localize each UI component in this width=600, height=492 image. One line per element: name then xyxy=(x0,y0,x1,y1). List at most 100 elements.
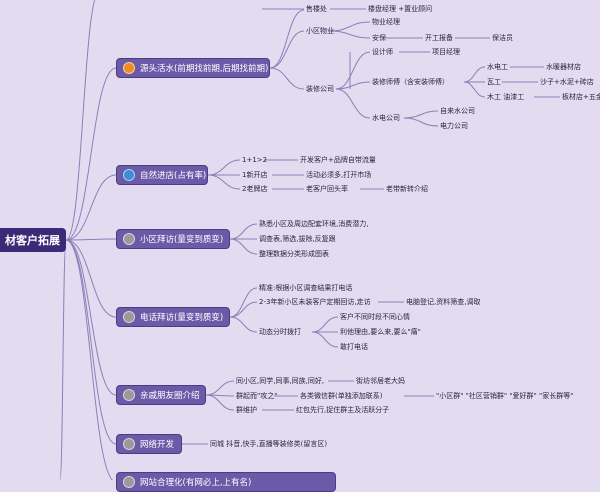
blue-circle-icon xyxy=(123,169,135,181)
branch-label: 网络开发 xyxy=(140,440,175,450)
node-property-manager-sales: 楼盘经理 +置业顾问 xyxy=(368,5,433,13)
node-synergy: 1+1>2 xyxy=(242,156,268,164)
node-dynamic-calling: 动态分时拨打 xyxy=(259,328,301,336)
orange-circle-icon xyxy=(123,62,135,74)
branch-online-dev[interactable]: 网络开发 xyxy=(116,434,182,454)
node-carpenter-painter: 木工 油漆工 xyxy=(487,93,525,101)
node-property-manager: 物业经理 xyxy=(372,18,400,26)
connector-line xyxy=(269,9,305,69)
connector-line xyxy=(335,51,371,90)
node-community-property: 小区物业 xyxy=(306,27,334,35)
connector-line xyxy=(65,239,114,480)
connector-line xyxy=(329,30,371,39)
connector-line xyxy=(229,301,258,318)
branch-website[interactable]: 网站合理化(有网必上,上有名) xyxy=(116,472,336,492)
connector-line xyxy=(269,30,305,69)
connector-line xyxy=(205,394,235,411)
connector-line xyxy=(403,110,439,119)
node-sand-cement-store: 沙子+水泥+砖店 xyxy=(540,78,594,86)
connector-line xyxy=(463,81,486,98)
node-group-types: "小区群" "社区营销群" "爱好群" "家长群等" xyxy=(436,392,574,400)
node-short-video-platforms: 同城 抖音,快手,直播等装修类(留言区) xyxy=(210,440,328,448)
node-same-circles: 同小区,同学,同事,同族,同好, xyxy=(236,377,325,385)
node-plumbing-store: 水暖器材店 xyxy=(546,63,581,71)
mindmap-connector-layer xyxy=(59,0,560,480)
branch-phone-visit[interactable]: 电话拜访(量变到质变) xyxy=(116,307,230,327)
branch-label: 小区拜访(量变到质变) xyxy=(140,235,224,245)
connector-line xyxy=(65,238,117,241)
branch-label: 网站合理化(有网必上,上有名) xyxy=(140,478,252,488)
connector-line xyxy=(59,239,67,480)
node-computer-register: 电脑登记,资料筛查,调取 xyxy=(406,298,481,306)
connector-line xyxy=(463,66,486,83)
connector-line xyxy=(229,238,258,255)
connector-line xyxy=(65,239,117,318)
connector-line xyxy=(205,380,235,396)
branch-source-water[interactable]: 源头活水(前期找前期,后期找前期) xyxy=(116,58,270,78)
connector-line xyxy=(269,67,305,90)
gray-circle-icon xyxy=(123,311,135,323)
branch-label: 自然进店(占有率) xyxy=(140,171,207,181)
root-node[interactable]: 材客户拓展 xyxy=(0,228,66,252)
branch-label: 电话拜访(量变到质变) xyxy=(140,313,224,323)
node-security: 安保 xyxy=(372,34,386,42)
branch-walk-in[interactable]: 自然进店(占有率) xyxy=(116,165,208,185)
node-new-store: 1新开店 xyxy=(242,171,268,179)
branch-community-visit[interactable]: 小区拜访(量变到质变) xyxy=(116,229,230,249)
branch-friends-referral[interactable]: 亲戚朋友圈介绍 xyxy=(116,385,206,405)
connector-line xyxy=(207,174,241,190)
connector-line xyxy=(65,174,117,241)
connector-line xyxy=(335,88,371,119)
connector-line xyxy=(229,316,258,333)
connector-line xyxy=(403,117,439,127)
node-red-envelopes: 红包先行,捉住群主及活跃分子 xyxy=(296,406,390,414)
node-many-events: 活动必须多,打开市场 xyxy=(306,171,372,179)
node-group-attack: 群起而"攻之" xyxy=(236,392,278,400)
node-dare-to-call: 敢打电话 xyxy=(340,343,368,351)
connector-line xyxy=(65,239,117,396)
node-water-company: 自来水公司 xyxy=(440,107,475,115)
connector-line xyxy=(65,239,117,445)
node-start-report: 开工报备 xyxy=(425,34,453,42)
node-customer-moods: 客户不同时段不同心情 xyxy=(340,313,410,321)
node-know-community: 熟悉小区及周边配套环境,消费潜力, xyxy=(259,220,369,228)
node-decoration-company: 装修公司 xyxy=(306,85,334,93)
node-return-rate: 老客户回头率 xyxy=(306,185,348,193)
node-power-company: 电力公司 xyxy=(440,122,468,130)
node-revisit-new-communities: 2-3年新小区未装客户定期回访,走访 xyxy=(259,298,371,306)
node-altruistic-reason: 利他理由,要么来,要么"痛" xyxy=(340,328,421,336)
branch-label: 源头活水(前期找前期,后期找前期) xyxy=(140,64,269,74)
node-referral: 老带新转介绍 xyxy=(386,185,428,193)
branch-label: 亲戚朋友圈介绍 xyxy=(140,391,200,401)
connector-line xyxy=(229,287,258,318)
connector-line xyxy=(207,159,241,176)
gray-circle-icon xyxy=(123,476,135,488)
node-cleaner: 保洁员 xyxy=(492,34,513,42)
gray-circle-icon xyxy=(123,438,135,450)
node-sales-office: 售楼处 xyxy=(306,5,327,13)
gray-circle-icon xyxy=(123,233,135,245)
node-plumber-electrician: 水电工 xyxy=(487,63,508,71)
connector-line xyxy=(311,331,339,348)
node-group-maintenance: 群维护 xyxy=(236,406,257,414)
node-wechat-groups: 各类微信群(单独添加联系) xyxy=(300,392,383,400)
node-survey: 调查表,筛选,拔除,反复跟 xyxy=(259,235,336,243)
node-neighbors: 街坊邻居老大妈 xyxy=(356,377,405,385)
connector-line xyxy=(229,223,258,240)
connector-line xyxy=(311,316,339,333)
connector-line xyxy=(329,21,371,32)
node-designer: 设计师 xyxy=(372,48,393,56)
node-decoration-worker: 装修师傅（含安装师傅） xyxy=(372,78,449,86)
gray-circle-icon xyxy=(123,389,135,401)
node-precise-calls: 精准:根据小区调查结果打电话 xyxy=(259,284,353,292)
node-tiler: 瓦工 xyxy=(487,78,501,86)
connector-line xyxy=(65,67,117,241)
node-old-store: 2老牌店 xyxy=(242,185,268,193)
node-acquire-customers: 开发客户+品牌自带流量 xyxy=(300,156,376,164)
node-organize-data: 整理数据分类形成图表 xyxy=(259,250,329,258)
connector-line xyxy=(65,0,96,241)
connector-line xyxy=(335,81,371,90)
node-utilities-company: 水电公司 xyxy=(372,114,400,122)
node-board-hardware-store: 板材店+五金 xyxy=(562,93,600,101)
root-label: 材客户拓展 xyxy=(5,234,60,247)
